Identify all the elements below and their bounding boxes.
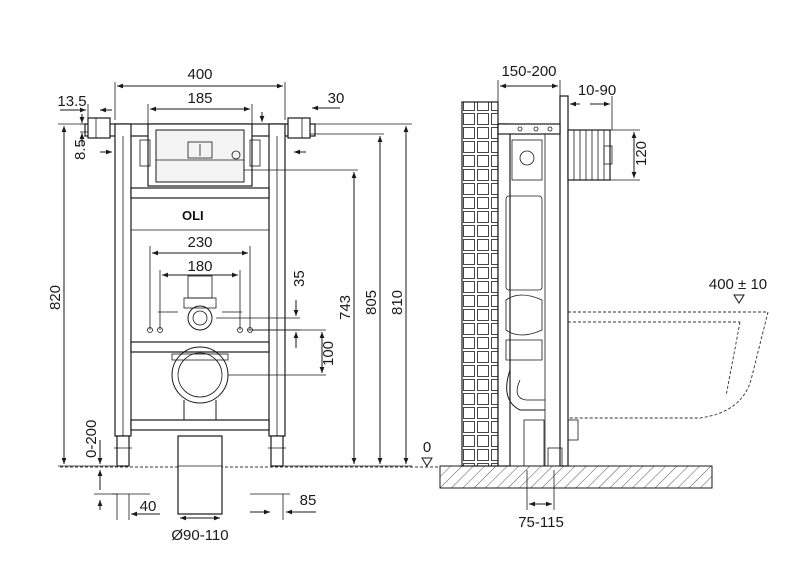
dim-85: 85 — [300, 492, 317, 509]
drain-outlet — [171, 346, 229, 404]
supply-connection — [187, 305, 213, 331]
dim-75-115: 75-115 — [518, 514, 564, 531]
dim-400: 400 — [187, 66, 212, 83]
dim-40: 40 — [140, 498, 157, 515]
brand-logo: OLI — [182, 208, 204, 223]
dim-zero-level: 0 — [423, 439, 431, 456]
dim-743: 743 — [337, 295, 354, 320]
left-leg — [116, 435, 130, 467]
side-view: 150-200 10-90 120 400 ± 10 0 75-115 — [421, 63, 769, 531]
dim-13-5: 13.5 — [57, 93, 86, 110]
dim-185: 185 — [187, 90, 212, 107]
dim-0-200: 0-200 — [83, 420, 100, 458]
dim-150-200: 150-200 — [501, 63, 556, 80]
dim-805: 805 — [363, 290, 380, 315]
toilet-bowl-outline — [568, 311, 769, 419]
dim-820: 820 — [47, 285, 64, 310]
dim-10-90: 10-90 — [578, 82, 616, 99]
floor-slab — [439, 465, 713, 489]
dim-bowl-height: 400 ± 10 — [709, 276, 767, 293]
cross-bar-1 — [130, 187, 270, 199]
dim-230: 230 — [187, 234, 212, 251]
dim-810: 810 — [389, 290, 406, 315]
flush-plate — [567, 129, 611, 181]
drain-pipe — [177, 435, 223, 515]
dim-30: 30 — [328, 90, 345, 107]
dim-180: 180 — [187, 258, 212, 275]
tile-wall — [461, 101, 499, 467]
dim-8-5: 8.5 — [72, 139, 89, 160]
dim-diameter: Ø90-110 — [171, 527, 228, 544]
cistern-body — [505, 195, 543, 291]
left-bracket — [87, 117, 111, 139]
cross-bar-3 — [130, 419, 270, 431]
dim-120: 120 — [633, 141, 650, 166]
right-bracket — [287, 117, 311, 139]
level-marker-bowl — [733, 294, 745, 304]
side-frame-back — [497, 123, 511, 467]
front-view: OLI 400 185 13.5 — [47, 66, 440, 544]
dim-100: 100 — [320, 341, 337, 366]
dim-35: 35 — [291, 270, 308, 287]
side-top-bracket — [497, 123, 561, 135]
level-marker-floor — [421, 457, 433, 467]
side-frame-front — [559, 95, 569, 467]
right-leg — [270, 435, 284, 467]
